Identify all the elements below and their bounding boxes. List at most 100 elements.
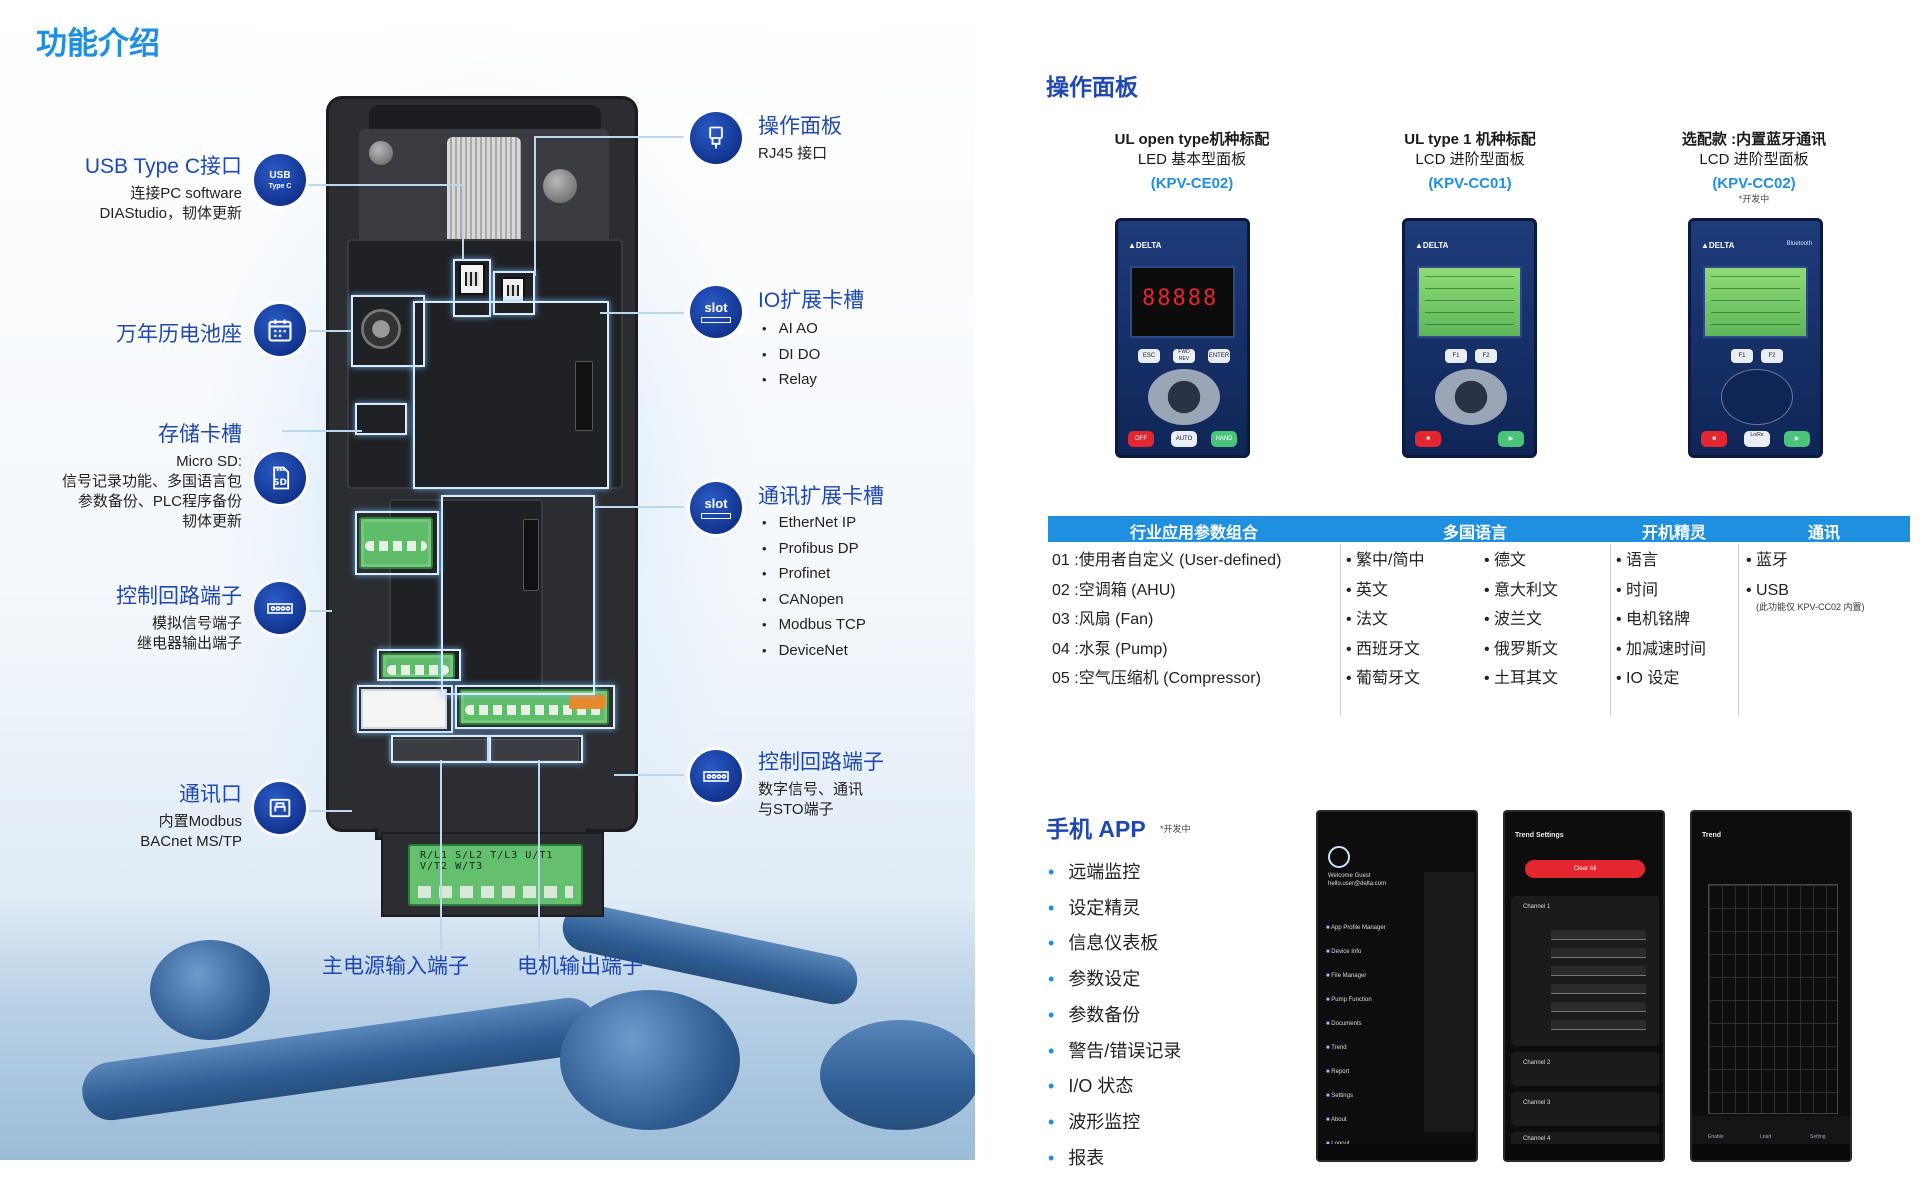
menu-item: Settings	[1326, 1084, 1386, 1108]
comm-slot-item: CANopen	[762, 587, 866, 613]
leader-line	[282, 330, 352, 332]
leader-line	[594, 506, 684, 508]
table-cell: 葡萄牙文	[1346, 664, 1425, 694]
leader-line	[462, 184, 464, 260]
leader-line	[538, 760, 540, 950]
ac-drive-image	[326, 96, 638, 832]
lcd-display	[1417, 266, 1522, 338]
greeting-line: hello.user@delta.com	[1328, 881, 1387, 887]
motor-image	[150, 940, 270, 1040]
f1-key: F1	[1445, 349, 1467, 363]
lcd-lines	[1425, 276, 1514, 328]
stop-key: ■	[1701, 431, 1727, 447]
lcd-display	[1703, 266, 1808, 338]
dimmed-background	[1424, 872, 1474, 1132]
run-key: ▶	[1498, 431, 1524, 447]
table-cell: 土耳其文	[1484, 664, 1558, 694]
lcd-lines	[1711, 276, 1800, 328]
capacitor	[543, 169, 577, 203]
channel-card: Channel 3	[1511, 1092, 1659, 1126]
calendar-icon	[254, 304, 306, 356]
menu-item: Documents	[1326, 1012, 1386, 1036]
offset-field	[1551, 1002, 1646, 1012]
auto-key: AUTO	[1171, 431, 1197, 447]
menu-item: App Profile Manager	[1326, 916, 1386, 940]
ctrl-right-title: 控制回路端子	[758, 751, 884, 774]
delta-logo: ▲DELTA	[1128, 241, 1162, 250]
hand-key: HAND	[1211, 431, 1237, 447]
app-trend-screenshot: Trend Enable Load Setting	[1690, 810, 1852, 1162]
battery-holder	[361, 309, 401, 349]
table-cell: 蓝牙	[1746, 546, 1789, 576]
slot-card-icon: slot	[690, 286, 742, 338]
comm-slot-title: 通讯扩展卡槽	[758, 485, 884, 508]
power-terminal-block: R/L1 S/L2 T/L3 U/T1 V/T2 W/T3	[408, 844, 583, 906]
sd-icon-label: SD	[273, 478, 287, 488]
capacitor	[369, 141, 393, 165]
operation-panel-title: 操作面板	[1046, 74, 1138, 100]
table-cell: 语言	[1616, 546, 1706, 576]
avatar-icon	[1328, 846, 1350, 868]
usb-desc-line: DIAStudio，韧体更新	[99, 205, 242, 222]
ctrl-right-desc-line: 数字信号、通讯	[758, 781, 864, 798]
panel-caption-line2: LCD 进阶型面板	[1415, 151, 1525, 168]
slot-icon-label: slot	[704, 300, 728, 315]
comm-slot-connector	[523, 519, 539, 591]
app-feature-list: 远端监控 设定精灵 信息仪表板 参数设定 参数备份 警告/错误记录 I/O 状态…	[1048, 855, 1181, 1176]
usb-port	[459, 263, 485, 295]
stop-key: ■	[1415, 431, 1441, 447]
usb-highlight	[453, 259, 491, 317]
power-terminal-cover	[389, 739, 579, 761]
io-slot-list: AI AO DI DO Relay	[762, 316, 821, 393]
panel-caption-line1: UL type 1 机种标配	[1404, 131, 1536, 148]
ctrl-left-desc: 模拟信号端子 继电器输出端子	[137, 614, 242, 654]
digital-terminal-highlight	[455, 685, 615, 729]
table-cell: 时间	[1616, 576, 1706, 606]
local-remote-key: Lo/Re	[1744, 431, 1770, 447]
channel-card: Channel 1	[1511, 896, 1659, 1046]
app-feature-item: 远端监控	[1048, 855, 1181, 891]
channel-label: Channel 1	[1523, 904, 1551, 910]
table-cell: IO 设定	[1616, 664, 1706, 694]
sd-card-icon: SD	[254, 452, 306, 504]
channel-label: Channel 4	[1523, 1136, 1551, 1142]
tab-setting: Setting	[1810, 1134, 1826, 1140]
trend-tab-bar: Enable Load Setting	[1692, 1116, 1850, 1144]
f1-key: F1	[1731, 349, 1753, 363]
main-power-highlight	[391, 735, 489, 763]
table-cell: 05 :空气压缩机 (Compressor)	[1052, 670, 1261, 687]
panel-model: (KPV-CC01)	[1428, 175, 1512, 192]
ctrl-right-desc-line: 与STO端子	[758, 801, 834, 818]
motor-output-highlight	[489, 735, 583, 763]
comm-slot-item: EtherNet IP	[762, 510, 866, 536]
leader-line	[534, 136, 536, 276]
comm-port-title: 通讯口	[179, 783, 242, 806]
panel-model: (KPV-CE02)	[1150, 175, 1234, 192]
panel-note: *开发中	[1738, 194, 1770, 204]
table-divider	[1738, 544, 1739, 716]
f2-key: F2	[1761, 349, 1783, 363]
comm-note: (此功能仅 KPV-CC02 内置)	[1756, 602, 1865, 612]
comm-slot-item: Profibus DP	[762, 536, 866, 562]
panel-model: (KPV-CC02)	[1712, 175, 1796, 192]
table-cell: 意大利文	[1484, 576, 1558, 606]
motor-output-label: 电机输出端子	[517, 955, 643, 978]
data-type-field	[1551, 948, 1646, 958]
comm-slot-item: Profinet	[762, 561, 866, 587]
keypad-lcd-bluetooth-image: ▲DELTA Bluetooth F1 F2 ■ Lo/Re ▶	[1688, 218, 1823, 458]
page-title: 功能介绍	[36, 26, 160, 61]
led-display: 88888	[1130, 266, 1235, 338]
terminal-block-icon	[254, 582, 306, 634]
table-header-cell: 多国语言	[1442, 525, 1507, 542]
slot-icon-label: slot	[704, 496, 728, 511]
ctrl-left-desc-line: 模拟信号端子	[151, 615, 242, 632]
ctrl-right-desc: 数字信号、通讯 与STO端子	[758, 780, 863, 820]
analog-terminal-block	[359, 517, 433, 569]
android-navbar	[1692, 1144, 1850, 1160]
storage-title: 存储卡槽	[158, 423, 242, 446]
android-navbar	[1505, 1144, 1663, 1160]
dpad-icon	[1148, 369, 1220, 425]
bluetooth-label: Bluetooth	[1786, 241, 1812, 247]
trend-title: Trend	[1702, 832, 1722, 839]
source-field	[1551, 930, 1646, 940]
